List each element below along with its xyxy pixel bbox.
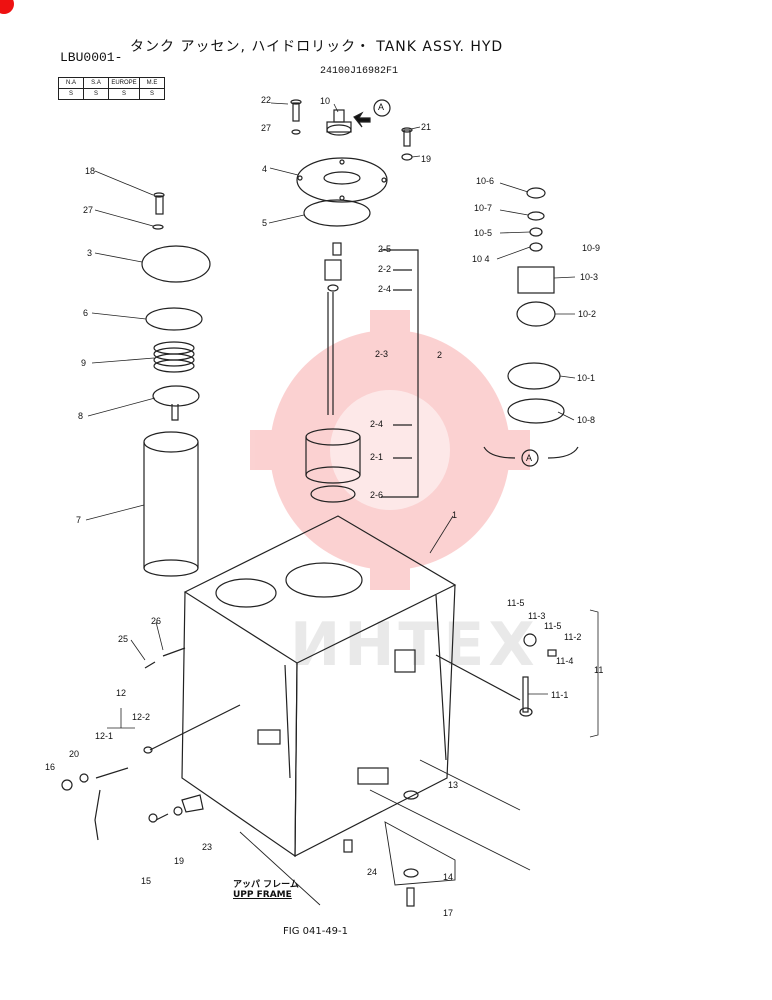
center-strainer-group (305, 242, 419, 503)
tank-body (181, 515, 457, 858)
callout-9: 9 (81, 358, 87, 368)
callout-20: 20 (69, 749, 80, 759)
detail-marker-a-top: A (378, 102, 385, 112)
callout-17: 17 (443, 908, 454, 918)
callout-2-3: 2-3 (375, 349, 389, 359)
catalog-code: LBU0001- (60, 50, 123, 65)
callout-5: 5 (262, 218, 268, 228)
upper-frame-label-jp: アッパ フレーム (233, 880, 299, 890)
callout-23: 23 (202, 842, 213, 852)
callout-2-2: 2-2 (378, 264, 392, 274)
callout-11: 11 (594, 665, 604, 675)
frame-lines (239, 759, 531, 906)
callout-18: 18 (85, 166, 96, 176)
callout-12-1: 12-1 (95, 731, 114, 741)
callout-11-3: 11-3 (528, 611, 546, 621)
figure-number: FIG 041-49-1 (283, 926, 349, 937)
region-table: N.A S.A EUROPE M.E S S S S (58, 77, 165, 100)
callout-27: 27 (261, 123, 272, 133)
callout-2-4-lower: 2-4 (370, 419, 384, 429)
callout-21: 21 (421, 122, 432, 132)
callout-22: 22 (261, 95, 272, 105)
region-value: S (108, 88, 140, 100)
corner-badge (0, 0, 14, 14)
callout-10-1: 10-1 (577, 373, 596, 383)
detail-marker-a-bottom: A (526, 453, 533, 463)
watermark-text: ИНТЕХ (290, 610, 539, 680)
leader-lines (85, 102, 599, 738)
callout-16: 16 (45, 762, 56, 772)
callout-10-7: 10-7 (474, 203, 493, 213)
diagram-title: タンク アッセン, ハイドロリック・ TANK ASSY. HYD (130, 39, 504, 55)
callout-10-6: 10-6 (476, 176, 495, 186)
breather-detail-group (483, 187, 579, 467)
callout-11-2: 11-2 (564, 632, 582, 642)
callout-2-5: 2-5 (378, 244, 392, 254)
callout-2-4: 2-4 (378, 284, 392, 294)
fittings-group (61, 633, 557, 907)
callout-8: 8 (78, 411, 84, 421)
callout-10-5: 10-5 (474, 228, 493, 238)
callout-11-5-right: 11-5 (544, 621, 562, 631)
callout-10-8: 10-8 (577, 415, 596, 425)
callout-13: 13 (448, 780, 459, 790)
callout-7: 7 (76, 515, 82, 525)
callout-2: 2 (437, 350, 443, 360)
region-value: S (58, 88, 84, 100)
callout-12: 12 (116, 688, 127, 698)
callout-1: 1 (452, 510, 458, 520)
callout-10-3: 10-3 (580, 272, 599, 282)
part-number: 24100J16982F1 (320, 66, 399, 77)
top-cover-group (290, 99, 413, 227)
upper-frame-label-en: UPP FRAME (233, 890, 292, 900)
callout-12-2: 12-2 (132, 712, 151, 722)
left-filter-group (141, 192, 211, 577)
callout-11-4: 11-4 (556, 656, 574, 666)
callout-10-2: 10-2 (578, 309, 597, 319)
region-value: S (83, 88, 109, 100)
callout-4: 4 (262, 164, 268, 174)
callout-24: 24 (367, 867, 378, 877)
callout-3: 3 (87, 248, 93, 258)
callout-11-1: 11-1 (551, 690, 569, 700)
callout-2-1: 2-1 (370, 452, 384, 462)
callout-6: 6 (83, 308, 89, 318)
callout-19-lower: 19 (174, 856, 185, 866)
callout-10-9: 10-9 (582, 243, 601, 253)
callout-10-4: 10 4 (472, 254, 490, 264)
callout-19: 19 (421, 154, 432, 164)
callout-2-6: 2-6 (370, 490, 384, 500)
callout-10: 10 (320, 96, 331, 106)
region-value: S (139, 88, 165, 100)
callout-15: 15 (141, 876, 152, 886)
callout-11-5: 11-5 (507, 598, 525, 608)
upper-frame-label: アッパ フレーム UPP FRAME (233, 880, 299, 900)
callout-14: 14 (443, 872, 454, 882)
callout-26: 26 (151, 616, 162, 626)
callout-25: 25 (118, 634, 129, 644)
callout-27-left: 27 (83, 205, 94, 215)
